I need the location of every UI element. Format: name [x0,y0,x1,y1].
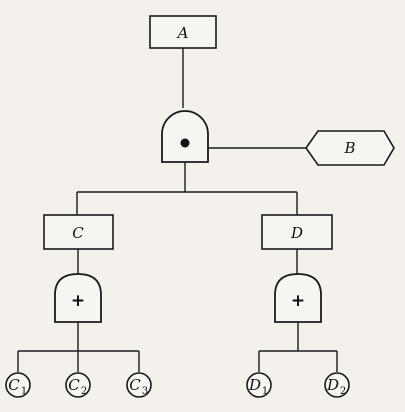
leaf-letter: C [8,376,20,394]
leaf-letter: C [129,376,141,394]
basic-event-c3: C 3 [126,372,152,398]
leaf-subscript: 2 [340,386,346,397]
leaf-subscript: 2 [81,386,87,397]
basic-event-c1: C 1 [5,372,31,398]
and-gate-dot-icon [180,138,190,148]
and-gate [161,110,209,163]
basic-event-c2: C 2 [65,372,91,398]
leaf-letter: D [248,376,261,394]
or-gate-d-plus-icon: + [291,291,305,311]
leaf-letter: C [68,376,80,394]
leaf-subscript: 1 [262,386,268,397]
or-gate-c-plus-icon: + [71,291,85,311]
event-label-c: C [72,224,84,242]
condition-hexagon-b [305,130,395,166]
or-gate-c [54,273,102,323]
event-box-c [43,214,114,250]
basic-event-d1: D 1 [246,372,272,398]
basic-event-d2: D 2 [324,372,350,398]
event-box-a [149,15,217,49]
condition-label-b: B [343,139,355,157]
event-label-d: D [290,224,303,242]
leaf-subscript: 3 [142,386,148,397]
leaf-letter: D [326,376,339,394]
or-gate-d [274,273,322,323]
event-label-a: A [176,24,189,42]
leaf-subscript: 1 [21,386,27,397]
